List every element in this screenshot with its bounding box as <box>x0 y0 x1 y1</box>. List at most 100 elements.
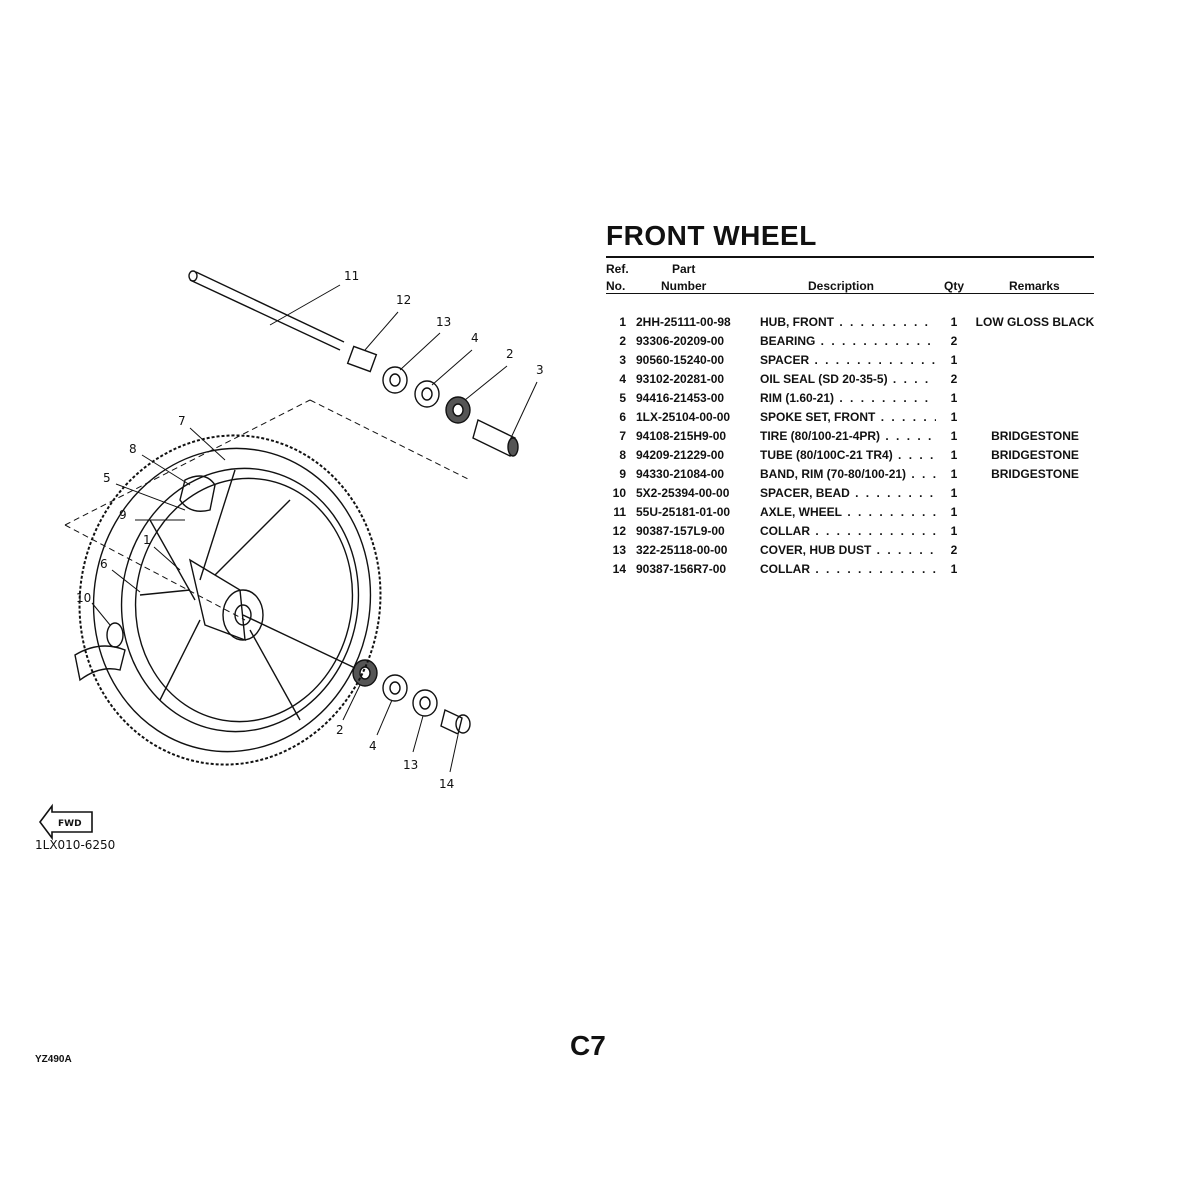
assembly-plane <box>64 399 471 621</box>
header-rule <box>606 293 1094 294</box>
leader-dots: . . . . . . . . . . . . . . . . . . . . … <box>839 315 936 329</box>
quantity: 1 <box>950 353 958 367</box>
leader-dots: . . . . . . . . . . . . . . . . . . . . … <box>885 429 936 443</box>
description-cell: COLLAR . . . . . . . . . . . . . . . . .… <box>760 562 936 576</box>
ref-no: 14 <box>612 562 626 576</box>
callout-5: 5 <box>103 471 111 485</box>
quantity: 1 <box>950 410 958 424</box>
callout-4-lower: 4 <box>369 739 377 753</box>
remarks: BRIDGESTONE <box>991 467 1079 481</box>
leader-dots: . . . . . . . . . . . . . . . . . . . . … <box>876 543 936 557</box>
callout-8: 8 <box>129 442 137 456</box>
ref-no: 10 <box>612 486 626 500</box>
quantity: 2 <box>950 543 958 557</box>
remarks: LOW GLOSS BLACK <box>975 315 1095 329</box>
ref-no: 9 <box>619 467 626 481</box>
callout-10: 10 <box>76 591 91 605</box>
description: SPACER <box>760 353 810 367</box>
quantity: 1 <box>950 562 958 576</box>
quantity: 1 <box>950 486 958 500</box>
quantity: 1 <box>950 429 958 443</box>
description-cell: HUB, FRONT . . . . . . . . . . . . . . .… <box>760 315 936 329</box>
description-cell: TIRE (80/100-21-4PR) . . . . . . . . . .… <box>760 429 936 443</box>
fwd-arrow-icon <box>39 803 93 841</box>
description: BEARING <box>760 334 816 348</box>
callout-13-lower: 13 <box>403 758 418 772</box>
drawing-code: 1LX010-6250 <box>35 838 115 852</box>
callout-labels: 11 12 13 4 2 3 7 8 5 9 1 6 10 2 4 13 14 … <box>35 269 544 852</box>
callout-7: 7 <box>178 414 186 428</box>
callout-1: 1 <box>143 533 151 547</box>
table-row: 9 94330-21084-00 BAND, RIM (70-80/100-21) … <box>606 467 1096 486</box>
ref-no: 11 <box>613 505 626 519</box>
table-row: 6 1LX-25104-00-00 SPOKE SET, FRONT . . . .… <box>606 410 1096 429</box>
header-description: Description <box>808 279 875 293</box>
leader-lines <box>91 284 538 773</box>
description: COLLAR <box>760 562 810 576</box>
leader-dots: . . . . . . . . . . . . . . . . . . . . … <box>898 448 936 462</box>
part-number: 55U-25181-01-00 <box>636 505 731 519</box>
page-title: FRONT WHEEL <box>606 220 817 251</box>
quantity: 2 <box>950 334 958 348</box>
description-cell: SPACER, BEAD . . . . . . . . . . . . . .… <box>760 486 936 500</box>
leader-dots: . . . . . . . . . . . . . . . . . . . . … <box>847 505 936 519</box>
part-number: 2HH-25111-00-98 <box>636 315 731 329</box>
fwd-label: FWD <box>58 819 82 829</box>
ref-no: 1 <box>619 315 626 329</box>
callout-13: 13 <box>436 315 451 329</box>
wheel-drawing <box>74 434 382 766</box>
callout-9: 9 <box>119 508 127 522</box>
part-number: 94330-21084-00 <box>636 467 725 481</box>
axle-drawing <box>188 270 345 351</box>
callout-2: 2 <box>506 347 514 361</box>
table-row: 1 2HH-25111-00-98 HUB, FRONT . . . . . . .… <box>606 315 1096 334</box>
header-part-line1: Part <box>672 262 696 276</box>
description-cell: AXLE, WHEEL . . . . . . . . . . . . . . … <box>760 505 936 519</box>
description-cell: BAND, RIM (70-80/100-21) . . . . . . . .… <box>760 467 936 481</box>
part-number: 90560-15240-00 <box>636 353 725 367</box>
leader-dots: . . . . . . . . . . . . . . . . . . . . … <box>880 410 936 424</box>
part-number: 1LX-25104-00-00 <box>636 410 731 424</box>
quantity: 1 <box>950 391 958 405</box>
callout-14: 14 <box>439 777 454 791</box>
ref-no: 2 <box>619 334 626 348</box>
part-number: 94209-21229-00 <box>636 448 725 462</box>
description-cell: COVER, HUB DUST . . . . . . . . . . . . … <box>760 543 936 557</box>
part-number: 94108-215H9-00 <box>636 429 727 443</box>
callout-6: 6 <box>100 557 108 571</box>
callout-2-lower: 2 <box>336 723 344 737</box>
ref-no: 4 <box>619 372 626 386</box>
description: HUB, FRONT <box>760 315 834 329</box>
description: AXLE, WHEEL <box>760 505 843 519</box>
ref-no: 6 <box>619 410 626 424</box>
description: BAND, RIM (70-80/100-21) <box>760 467 907 481</box>
description-cell: BEARING . . . . . . . . . . . . . . . . … <box>760 334 936 348</box>
callout-4: 4 <box>471 331 479 345</box>
description: COLLAR <box>760 524 810 538</box>
description: RIM (1.60-21) <box>760 391 835 405</box>
callout-3: 3 <box>536 363 544 377</box>
description: SPACER, BEAD <box>760 486 850 500</box>
ref-no: 5 <box>619 391 626 405</box>
leader-dots: . . . . . . . . . . . . . . . . . . . . … <box>815 562 936 576</box>
description-cell: COLLAR . . . . . . . . . . . . . . . . .… <box>760 524 936 538</box>
description: SPOKE SET, FRONT <box>760 410 876 424</box>
header-ref-line2: No. <box>606 279 626 293</box>
leader-dots: . . . . . . . . . . . . . . . . . . . . … <box>892 372 936 386</box>
description-cell: SPACER . . . . . . . . . . . . . . . . .… <box>760 353 936 367</box>
page-number: C7 <box>570 1030 606 1061</box>
ref-no: 8 <box>619 448 626 462</box>
quantity: 1 <box>950 505 958 519</box>
quantity: 1 <box>950 524 958 538</box>
leader-dots: . . . . . . . . . . . . . . . . . . . . … <box>855 486 936 500</box>
table-row: 11 55U-25181-01-00 AXLE, WHEEL . . . . . .… <box>606 505 1096 524</box>
quantity: 1 <box>950 448 958 462</box>
leader-dots: . . . . . . . . . . . . . . . . . . . . … <box>911 467 936 481</box>
part-number: 5X2-25394-00-00 <box>636 486 730 500</box>
ref-no: 13 <box>612 543 626 557</box>
